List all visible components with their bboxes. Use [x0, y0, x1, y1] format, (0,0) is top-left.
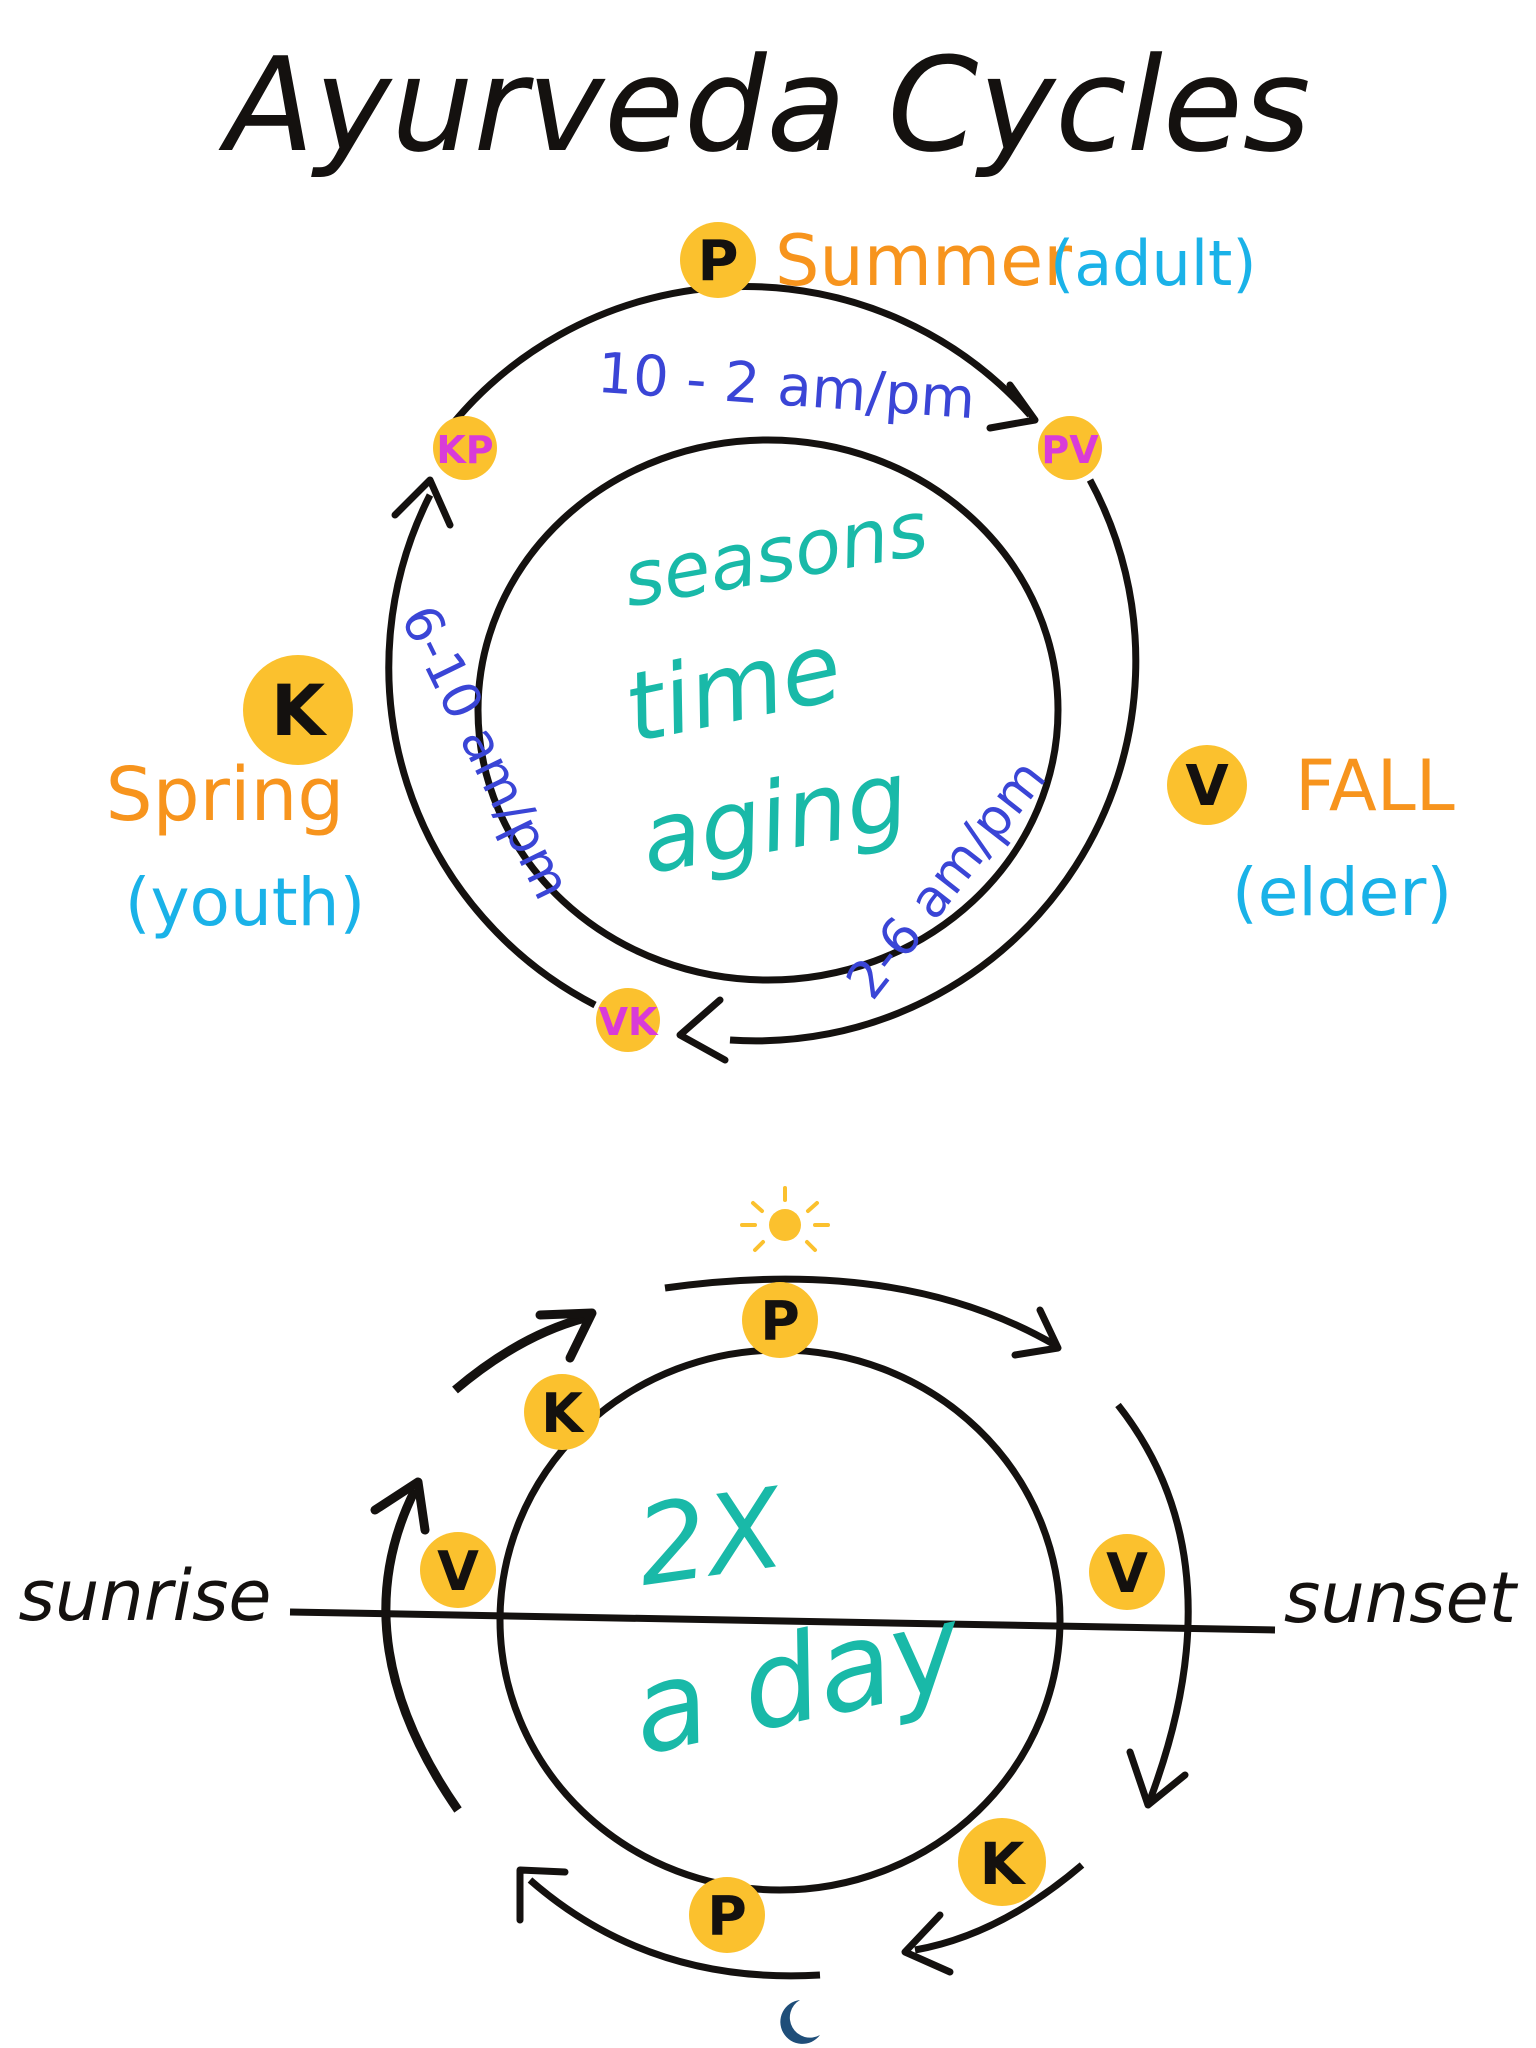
arrowhead-left [370, 1477, 430, 1535]
arrowhead-upper-left [535, 1308, 597, 1363]
day-badge-right-letter: V [1106, 1542, 1148, 1605]
spring-badge-letter: K [271, 670, 328, 752]
inner-ring [474, 436, 1062, 984]
day-badge-bottom [689, 1877, 765, 1953]
pv-transition-label: PV [1041, 428, 1099, 472]
vk-transition-label: VK [599, 1000, 659, 1044]
day-badge-right [1089, 1534, 1165, 1610]
summer-stage: (adult) [1050, 227, 1257, 300]
day-cycle: sunrise sunset 2X a day P K V V K P [19, 1186, 1519, 2044]
summer-label: Summer [775, 220, 1072, 302]
page-title: Ayurveda Cycles [218, 29, 1310, 181]
day-center-line-2: a day [620, 1577, 976, 1782]
spring-label: Spring [106, 752, 345, 838]
summer-badge [680, 222, 756, 298]
vk-transition-badge [596, 988, 660, 1052]
kp-transition-label: KP [436, 428, 493, 472]
time-label-top: 10 - 2 am/pm [595, 341, 977, 432]
arc-left [381, 1487, 462, 1813]
arc-right [1115, 1402, 1192, 1802]
day-badge-top [742, 1282, 818, 1358]
spring-badge [243, 655, 353, 765]
day-center-line-1: 2X [629, 1464, 793, 1611]
kp-transition-badge [433, 416, 497, 480]
day-badge-left-letter: V [437, 1540, 479, 1603]
seasons-center-line-1: seasons [617, 483, 935, 624]
seasons-cycle: seasons time aging P Summer (adult) K Sp… [106, 220, 1455, 1064]
day-badge-upper-left [524, 1374, 600, 1450]
arrowhead-bottom-left [516, 1866, 569, 1924]
seasons-center-line-3: aging [632, 739, 916, 896]
day-badge-top-letter: P [760, 1290, 800, 1353]
day-badge-upper-left-letter: K [541, 1382, 585, 1445]
moon-icon [780, 2000, 820, 2044]
sunrise-label: sunrise [19, 1555, 272, 1637]
arc-bottom [527, 1877, 821, 1980]
fall-stage: (elder) [1232, 854, 1452, 931]
fall-badge-letter: V [1185, 754, 1229, 819]
arc-top [664, 1275, 1057, 1349]
arrowhead-left-up [391, 476, 454, 529]
arrowhead-top-right [986, 381, 1039, 432]
outer-ring-right-arc [729, 478, 1140, 1045]
sun-icon [740, 1186, 830, 1252]
seasons-center-line-2: time [615, 610, 850, 765]
pv-transition-badge [1038, 416, 1102, 480]
outer-ring-left-arc [385, 493, 597, 1009]
spring-stage: (youth) [125, 864, 365, 941]
fall-label: FALL [1295, 745, 1455, 827]
fall-badge [1167, 745, 1247, 825]
day-badge-lower-right [958, 1818, 1046, 1906]
arrowhead-right [1126, 1748, 1189, 1809]
summer-badge-letter: P [697, 229, 738, 294]
sunset-label: sunset [1284, 1557, 1519, 1639]
arrowhead-bottom [676, 996, 729, 1064]
arc-upper-left [452, 1313, 587, 1394]
arc-lower-right [914, 1862, 1085, 1954]
arrowhead-lower-right [901, 1911, 954, 1976]
day-badge-left [420, 1532, 496, 1608]
day-badge-lower-right-letter: K [980, 1830, 1027, 1898]
day-badge-bottom-letter: P [707, 1885, 747, 1948]
horizon-line [289, 1608, 1276, 1634]
arrowhead-top [1011, 1306, 1062, 1359]
